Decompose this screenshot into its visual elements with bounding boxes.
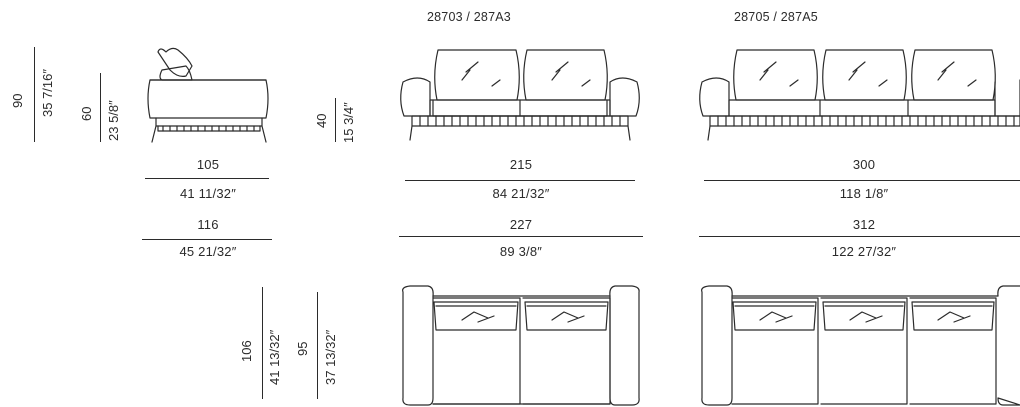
three-width-max-in: 122 27/32″ [831,244,897,259]
two-width-cm: 215 [509,157,533,172]
three-width-in: 118 1/8″ [839,186,889,201]
model-label-two-seat: 28703 / 287A3 [427,10,511,24]
three-width-max-line [699,236,1020,237]
plan-inner-depth-line [317,292,318,399]
two-width-in: 84 21/32″ [492,186,550,201]
front-view-two-seat-drawing [400,49,640,141]
two-width-line [405,180,635,181]
seat-height-line [100,73,101,142]
side-depth-max-cm: 116 [197,217,219,232]
side-depth-line [145,178,269,179]
two-width-max-line [399,236,643,237]
base-height-line [335,98,336,142]
three-width-cm: 300 [852,157,876,172]
plan-view-two-seat-drawing [402,285,640,406]
plan-view-three-seat-drawing [701,285,1020,406]
plan-depth-line [262,287,263,399]
two-width-max-in: 89 3/8″ [499,244,543,259]
side-depth-in: 41 11/32″ [179,186,237,201]
three-width-line [704,180,1020,181]
model-label-three-seat: 28705 / 287A5 [734,10,818,24]
side-depth-cm: 105 [196,157,220,172]
height-total-line [34,47,35,142]
side-depth-max-line [142,239,272,240]
three-width-max-cm: 312 [852,217,876,232]
side-depth-max-in: 45 21/32″ [179,244,237,259]
side-view-drawing [147,47,269,143]
two-width-max-cm: 227 [509,217,533,232]
front-view-three-seat-drawing [699,49,1020,141]
